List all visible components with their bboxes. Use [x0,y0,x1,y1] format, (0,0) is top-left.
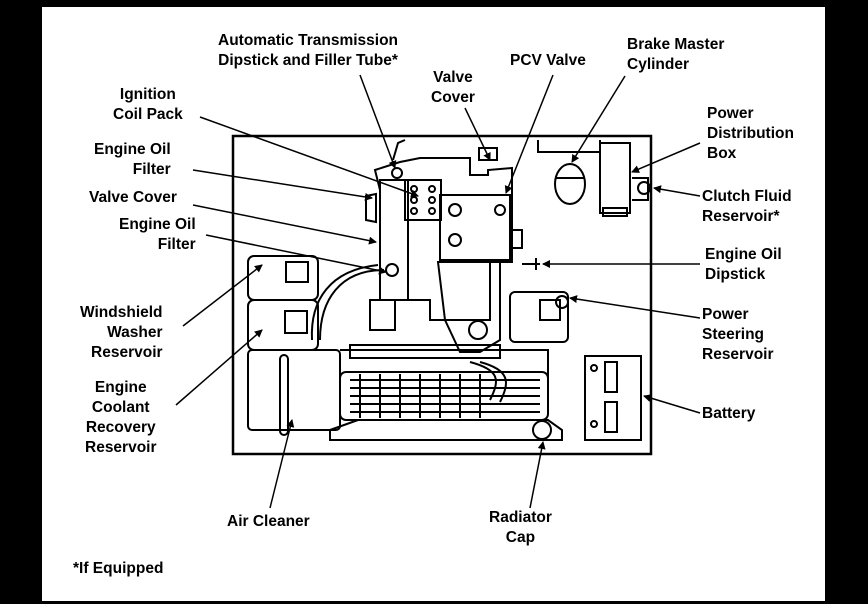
label-air-cleaner: Air Cleaner [227,513,310,530]
clutch-reservoir-shape [632,177,649,201]
leader-brake-master [571,75,626,163]
label-clutch-fluid-reservoir: Clutch Fluid Reservoir* [702,188,792,225]
label-power-distribution-box: Power Distribution Box [707,105,794,162]
label-battery: Battery [702,405,756,422]
power-steering-shape [509,291,569,343]
leader-pcv [504,74,554,194]
air-cleaner-shape [279,354,289,436]
leader-power-steering [569,295,701,319]
engine-block-shape [369,157,513,331]
footnote-if-equipped: *If Equipped [73,560,164,577]
label-engine-oil-filter-2: Engine Oil Filter [119,216,196,253]
label-radiator-cap: Radiator Cap [489,509,552,546]
label-valve-cover-top: Valve Cover [431,69,475,106]
radiator-cap-shape [532,420,552,440]
leader-oil-filter-2 [205,234,387,275]
trans-dipstick-shape [392,139,406,161]
leader-power-distribution [631,142,701,173]
leader-radiator-cap [529,441,546,509]
radiator-shape [329,419,563,441]
leader-valve-cover-top [464,107,491,161]
coolant-reservoir-shape [247,349,341,431]
leader-ignition-coil [199,116,419,198]
diagram-frame: Automatic Transmission Dipstick and Fill… [42,7,825,601]
engine-compartment-diagram [175,74,701,509]
coolant-hose-shape [319,269,385,341]
leader-air-cleaner [269,419,295,509]
leader-coolant [175,329,263,406]
leader-oil-filter-1 [192,169,373,201]
label-brake-master-cylinder: Brake Master Cylinder [627,36,725,73]
leader-clutch-fluid [653,185,701,197]
leader-auto-trans [359,74,397,169]
label-windshield-washer-reservoir: Windshield Washer Reservoir [80,304,163,361]
label-pcv-valve: PCV Valve [510,52,586,69]
battery-shape [584,355,642,441]
label-power-steering-reservoir: Power Steering Reservoir [702,306,774,363]
brake-master-cylinder-shape [537,140,601,153]
brake-reservoir-shape [554,163,586,205]
power-distribution-box-shape [599,142,631,214]
compartment-outline [231,134,653,456]
leader-battery [643,394,701,414]
leader-valve-cover-left [192,204,377,245]
label-valve-cover-left: Valve Cover [89,189,177,206]
valve-cover-shape [379,179,409,301]
label-engine-oil-filter-1: Engine Oil Filter [94,141,171,178]
label-auto-trans-dipstick: Automatic Transmission Dipstick and Fill… [218,32,399,69]
leader-washer [182,264,263,327]
front-cover-shape [436,261,501,353]
label-engine-oil-dipstick: Engine Oil Dipstick [705,246,782,283]
label-engine-coolant-recovery-reservoir: Engine Coolant Recovery Reservoir [85,379,157,456]
label-ignition-coil-pack: Ignition Coil Pack [113,86,183,123]
oil-dipstick-shape [522,258,540,270]
